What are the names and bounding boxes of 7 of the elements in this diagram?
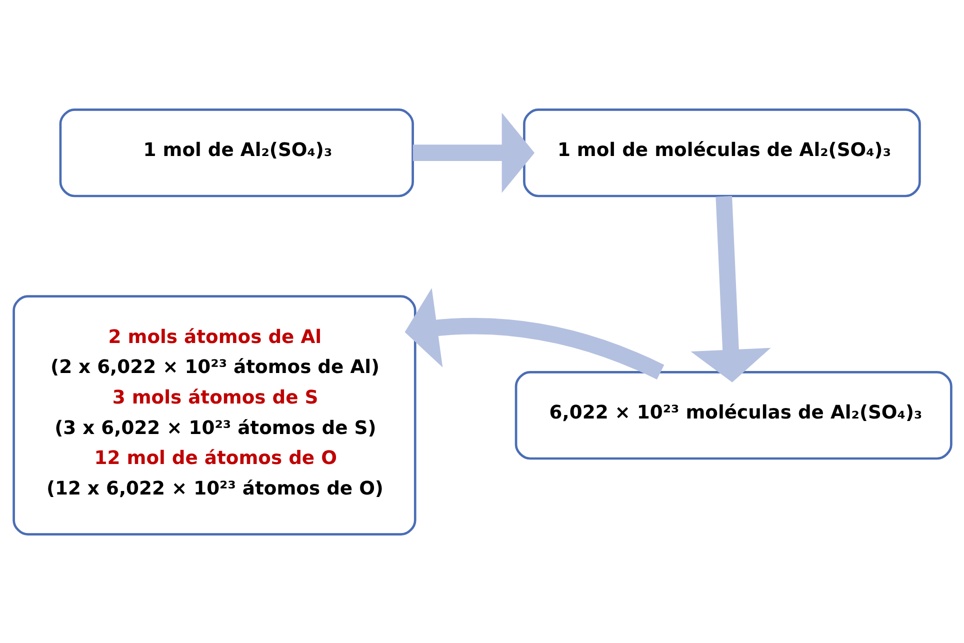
node-box: 2 mols átomos de Al (2 x 6,022 × 10²³ átomos de Al) 3 mols átomos de S (3 x 6,022 × 10²³ átomos de S) 12 mol de átomos de O (12 x 6,022 × 10²³ átomos de O) (12, 294, 416, 535)
arrow (690, 196, 770, 382)
arrow (404, 287, 664, 380)
node-box: 1 mol de Al₂(SO₄)₃ (58, 108, 414, 197)
node-box: 1 mol de moléculas de Al₂(SO₄)₃ (522, 108, 920, 197)
node-box: 6,022 × 10²³ moléculas de Al₂(SO₄)₃ (514, 370, 952, 460)
arrow (412, 112, 534, 192)
